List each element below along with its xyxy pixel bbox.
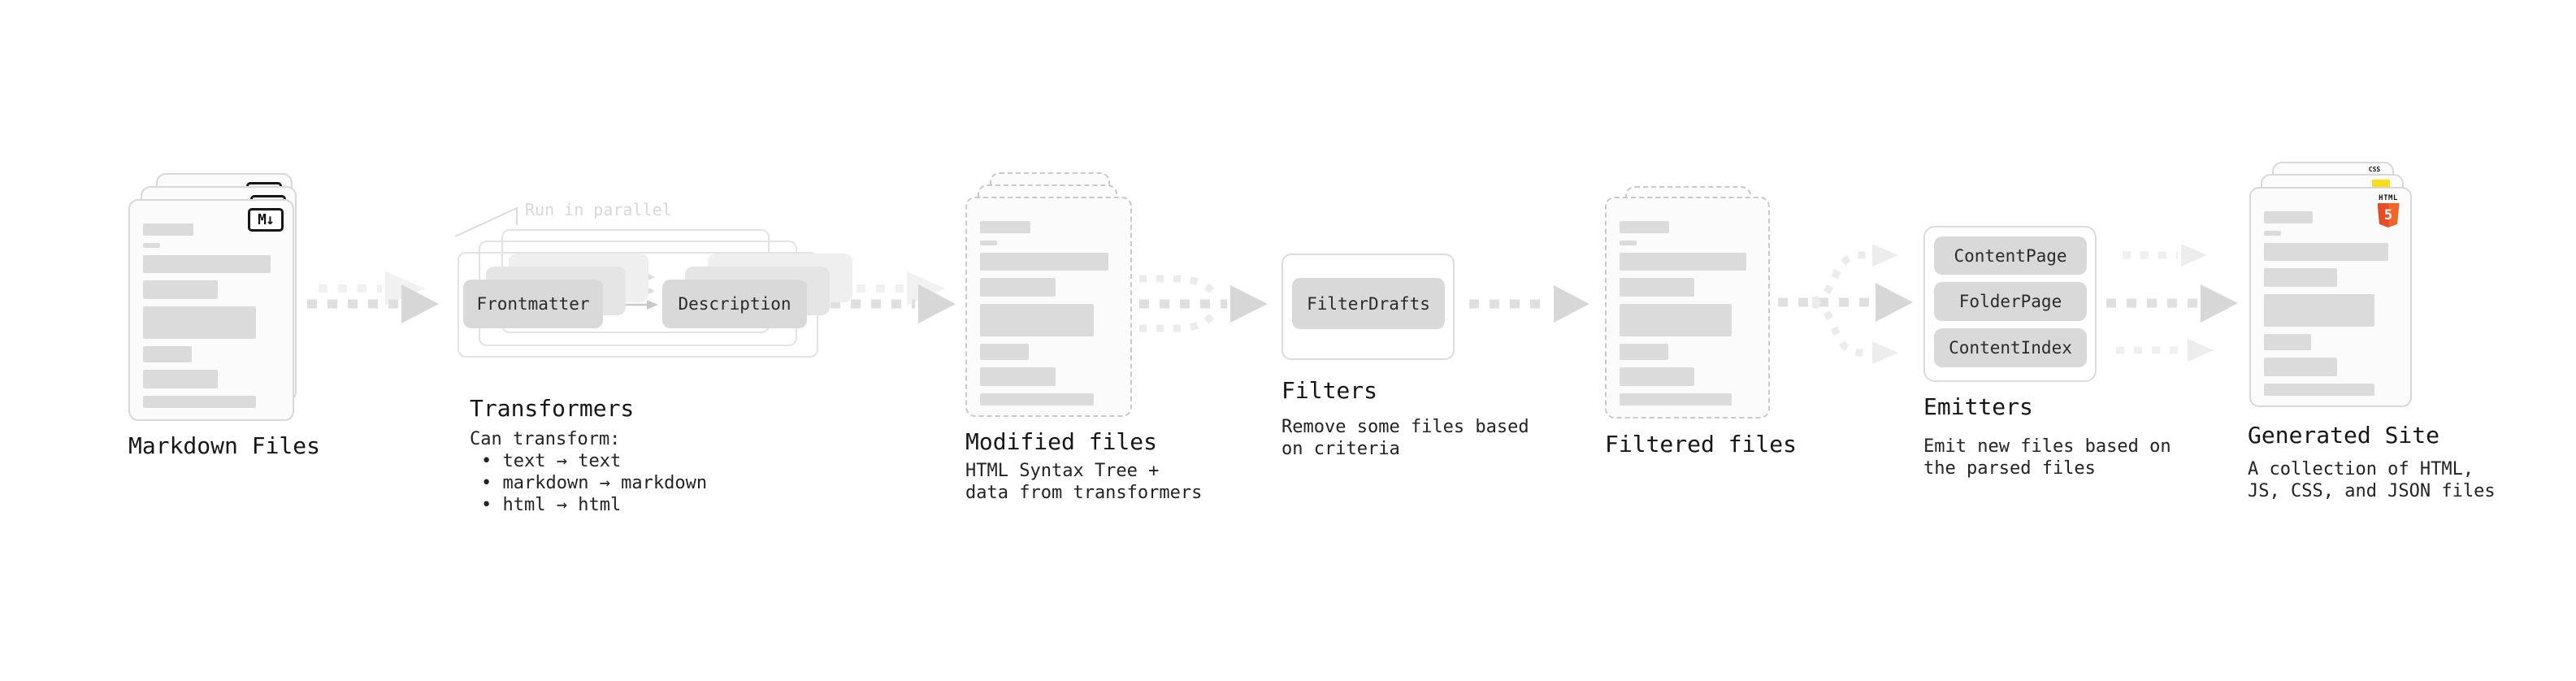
document-content-bars [1620, 221, 1750, 406]
contentindex-chip: ContentIndex [1934, 328, 2087, 367]
transformers-bullet: • text → text [481, 451, 622, 471]
arrow-filters-to-filtered-icon [1469, 285, 1589, 323]
emitters-label: Emitters [1923, 393, 2033, 420]
arrow-modified-to-filters-icon [1139, 275, 1268, 332]
markdown-icon: M↓ [248, 208, 284, 232]
js-icon [2372, 180, 2390, 189]
filtered-files-label: Filtered files [1605, 431, 1798, 458]
markdown-file-card-front: M↓ [128, 199, 294, 421]
generated-site-card-html: HTML 5 [2249, 187, 2412, 407]
transformers-description: Can transform: [470, 429, 621, 449]
emitters-description: the parsed files [1923, 458, 2096, 479]
filters-label: Filters [1281, 377, 1378, 404]
filters-description: on criteria [1281, 439, 1400, 459]
document-content-bars [143, 223, 275, 408]
document-content-bars [980, 221, 1112, 406]
description-chip: Description [662, 280, 807, 328]
html5-icon: HTML 5 [2376, 194, 2400, 228]
filterdrafts-chip: FilterDrafts [1292, 278, 1445, 329]
modified-files-description: HTML Syntax Tree + [965, 461, 1160, 481]
generated-site-description: A collection of HTML, [2248, 459, 2474, 479]
run-in-parallel-annotation: Run in parallel [525, 200, 672, 219]
arrow-emitters-to-generated-icon [2106, 244, 2238, 362]
emitters-description: Emit new files based on [1923, 436, 2171, 457]
arrow-markdown-to-transformers-icon [307, 271, 439, 323]
modified-files-label: Modified files [965, 428, 1158, 455]
arrow-filtered-to-emitters-icon [1778, 244, 1913, 364]
filters-description: Remove some files based [1281, 417, 1529, 437]
modified-file-card-front [965, 197, 1132, 417]
document-content-bars [2264, 211, 2392, 396]
modified-files-description: data from transformers [965, 483, 1203, 503]
markdown-files-label: Markdown Files [128, 432, 321, 459]
generated-site-description: JS, CSS, and JSON files [2248, 481, 2496, 501]
folderpage-chip: FolderPage [1934, 282, 2087, 321]
generated-site-label: Generated Site [2248, 422, 2440, 449]
transformers-label: Transformers [470, 395, 635, 422]
transformers-bullet: • html → html [481, 495, 622, 515]
frontmatter-chip: Frontmatter [463, 280, 603, 328]
filtered-file-card-front [1605, 197, 1770, 419]
transformers-bullet: • markdown → markdown [481, 473, 708, 493]
contentpage-chip: ContentPage [1934, 236, 2087, 275]
